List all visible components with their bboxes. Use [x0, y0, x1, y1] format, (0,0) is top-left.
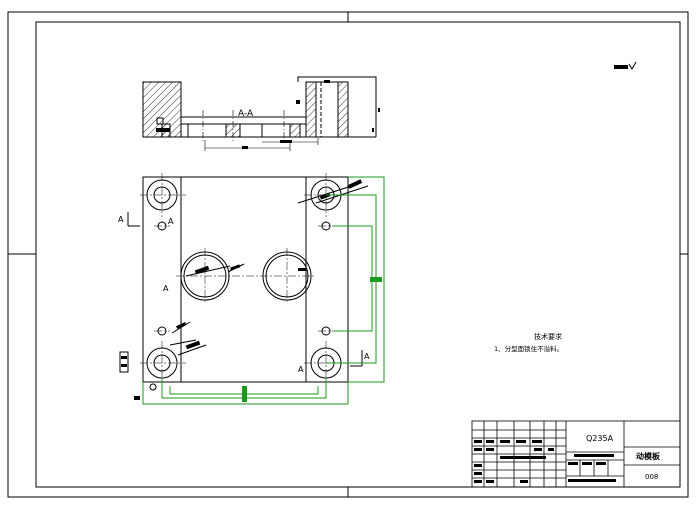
- title-block-fills: [474, 440, 616, 483]
- marker-a-small: A: [168, 217, 174, 226]
- drawing-number-label: 008: [645, 473, 658, 481]
- title-block: [471, 420, 681, 488]
- section-label: A-A: [238, 109, 254, 119]
- marker-a-bore: A: [163, 284, 169, 293]
- marker-a-right: A: [364, 352, 370, 361]
- part-name-label: 动模板: [636, 451, 661, 461]
- material-label: Q235A: [586, 434, 614, 443]
- green-dim-tag-right: [370, 277, 382, 282]
- section-view: [142, 76, 380, 151]
- plan-view: [119, 173, 369, 400]
- notes-title: 技术要求: [534, 332, 562, 341]
- roughness-bar: [614, 65, 628, 69]
- marker-a-lower: A: [298, 365, 304, 374]
- green-dim-tag-bottom: [242, 386, 247, 402]
- notes-line-1: 1、分型面锁住不溢料。: [494, 344, 563, 353]
- marker-a-left: A: [118, 215, 124, 224]
- roughness-check-icon: [628, 61, 637, 70]
- inner-border: [35, 21, 681, 488]
